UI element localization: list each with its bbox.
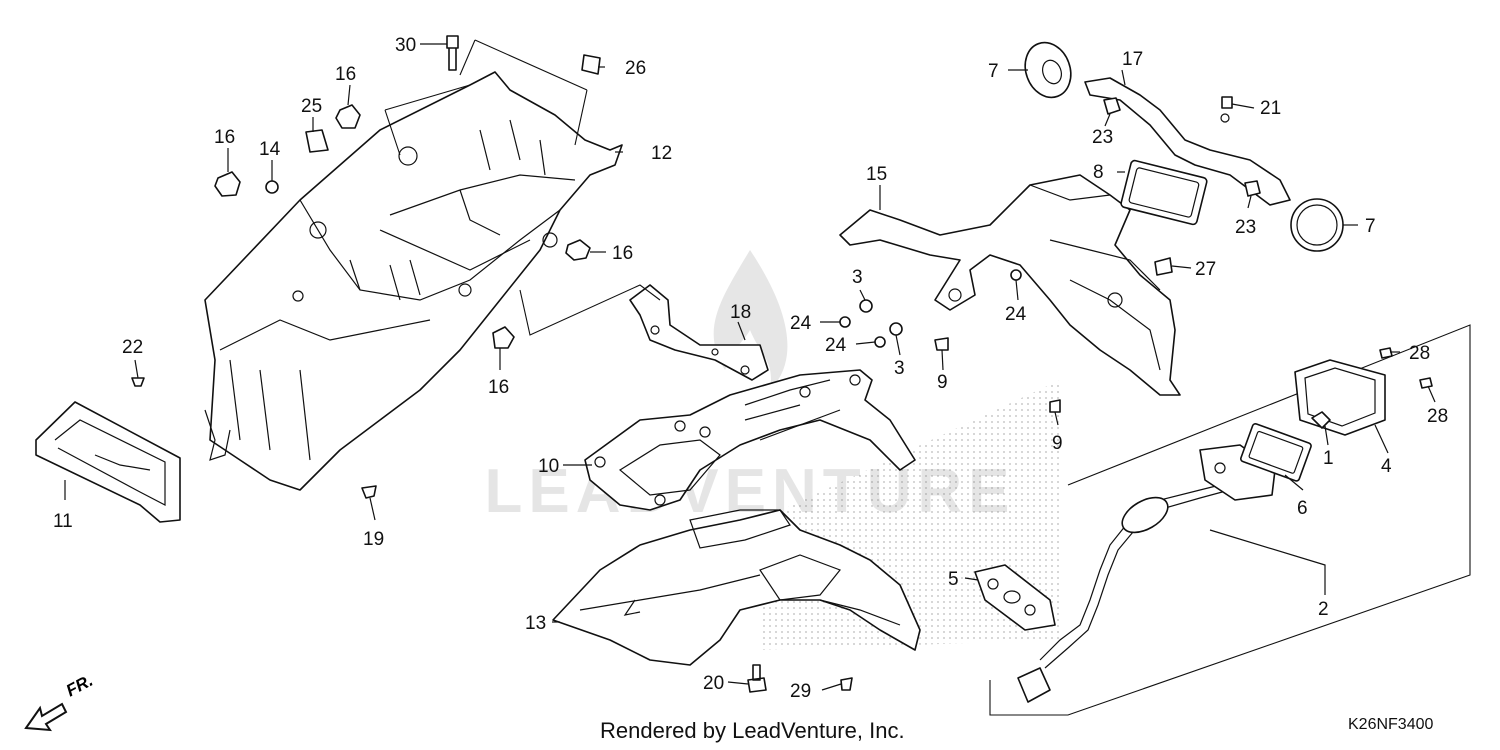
- part-7-grommet-lower: [1290, 198, 1344, 252]
- part-22-screw: [131, 377, 145, 387]
- callout-2: 2: [1318, 599, 1329, 620]
- callout-29: 29: [790, 681, 811, 702]
- callout-24c: 24: [1005, 304, 1027, 325]
- callout-26: 26: [625, 58, 646, 79]
- part-9-clip-a: [934, 337, 949, 351]
- callout-6: 6: [1297, 498, 1308, 519]
- part-7-grommet-upper: [1024, 41, 1072, 99]
- part-1-bulb: [1311, 411, 1331, 429]
- part-24-nut-c: [1010, 269, 1022, 281]
- part-23-nut-b: [1244, 180, 1261, 197]
- callout-7b: 7: [1365, 216, 1376, 237]
- hardware: [131, 35, 1433, 693]
- callout-16a: 16: [335, 64, 356, 85]
- callout-25: 25: [301, 96, 322, 117]
- part-4-cover: [1294, 359, 1386, 436]
- callout-12: 12: [651, 143, 672, 164]
- part-10-bracket: [584, 369, 916, 511]
- callout-13: 13: [525, 613, 546, 634]
- part-28-screw-b: [1419, 377, 1433, 389]
- part-16-nut-d: [492, 326, 515, 349]
- callout-23a: 23: [1092, 127, 1113, 148]
- footer-credit: Rendered by LeadVenture, Inc.: [600, 718, 905, 743]
- callout-16c: 16: [612, 243, 633, 264]
- callout-28b: 28: [1427, 406, 1448, 427]
- callout-10: 10: [538, 456, 559, 477]
- callout-24a: 24: [790, 313, 812, 334]
- part-26-clip: [581, 54, 601, 75]
- callout-22: 22: [122, 337, 143, 358]
- part-28-screw-a: [1379, 347, 1393, 359]
- part-18-bracket: [629, 284, 769, 381]
- callout-3a: 3: [852, 267, 863, 288]
- callout-18: 18: [730, 302, 751, 323]
- part-3-washer-b: [889, 322, 903, 336]
- callout-3b: 3: [894, 358, 905, 379]
- part-27-clip: [1154, 257, 1173, 276]
- part-13-splash-guard: [552, 509, 921, 666]
- part-3-washer-a: [859, 299, 873, 313]
- callout-20: 20: [703, 673, 724, 694]
- part-25-clip: [305, 129, 329, 153]
- callout-9b: 9: [1052, 433, 1063, 454]
- callout-27: 27: [1195, 259, 1216, 280]
- part-19-screw: [361, 485, 377, 499]
- part-16-nut-c: [565, 239, 591, 261]
- callout-24b: 24: [825, 335, 847, 356]
- callout-16b: 16: [214, 127, 235, 148]
- part-17-stay: [1084, 77, 1291, 206]
- callout-8: 8: [1093, 162, 1104, 183]
- callout-9a: 9: [937, 372, 948, 393]
- callout-30: 30: [395, 35, 416, 56]
- diagram-code: K26NF3400: [1348, 716, 1434, 733]
- part-16-nut-a: [335, 104, 361, 129]
- callout-23b: 23: [1235, 217, 1256, 238]
- group-outline-license-light: [989, 324, 1471, 716]
- callout-14: 14: [259, 139, 281, 160]
- callout-21: 21: [1260, 98, 1281, 119]
- part-15-license-bracket: [839, 174, 1181, 396]
- leader-lines: [64, 43, 1436, 691]
- callout-11: 11: [53, 511, 73, 532]
- callout-7a: 7: [988, 61, 999, 82]
- part-21-bolt: [1221, 96, 1233, 109]
- part-9-clip-b: [1049, 399, 1061, 413]
- part-6-gasket: [1240, 422, 1312, 482]
- part-14-grommet: [265, 180, 279, 194]
- part-24-nut-a: [839, 316, 851, 328]
- part-5-lens: [974, 564, 1056, 631]
- group-lines: [384, 39, 661, 336]
- part-11-bracket: [35, 401, 181, 523]
- part-23-nut-a: [1103, 97, 1121, 115]
- part-8-reflector: [1120, 159, 1208, 226]
- part-12-rear-fender: [204, 71, 623, 491]
- part-24-nut-b: [874, 336, 886, 348]
- part-16-nut-b: [214, 171, 241, 197]
- callout-1: 1: [1323, 448, 1334, 469]
- callouts: 30 26 12 16 25 16 14 16 16 22 19 11 10 1…: [53, 35, 1448, 702]
- callout-19: 19: [363, 529, 384, 550]
- callout-16d: 16: [488, 377, 509, 398]
- callout-5: 5: [948, 569, 959, 590]
- callout-28a: 28: [1409, 343, 1430, 364]
- callout-15: 15: [866, 164, 887, 185]
- callout-17: 17: [1122, 49, 1143, 70]
- front-arrow-icon: [24, 702, 68, 732]
- part-20-bolt: [747, 664, 767, 693]
- part-29-screw: [840, 677, 853, 691]
- callout-4: 4: [1381, 456, 1392, 477]
- part-30-bolt: [446, 35, 459, 71]
